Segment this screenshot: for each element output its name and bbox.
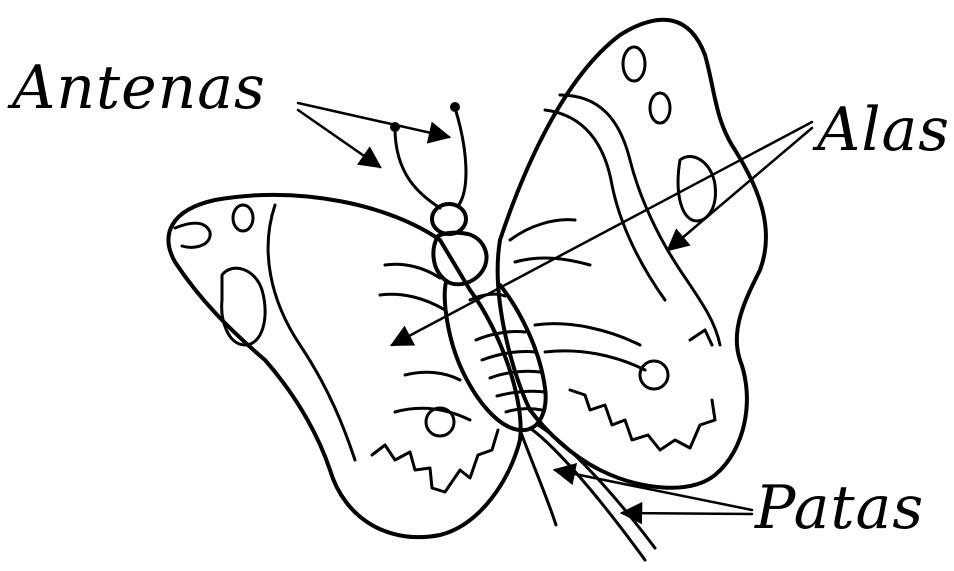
butterfly-body xyxy=(390,102,655,560)
patas-label: Patas xyxy=(755,478,924,538)
patas-pointer-1 xyxy=(555,470,752,510)
alas-pointer-2 xyxy=(668,128,812,250)
right-wing xyxy=(498,20,766,488)
alas-label: Alas xyxy=(817,100,950,160)
antenas-pointer-1 xyxy=(298,103,449,137)
left-wing xyxy=(168,195,520,537)
patas-pointer-2 xyxy=(622,513,752,514)
antenas-label: Antenas xyxy=(12,58,266,118)
